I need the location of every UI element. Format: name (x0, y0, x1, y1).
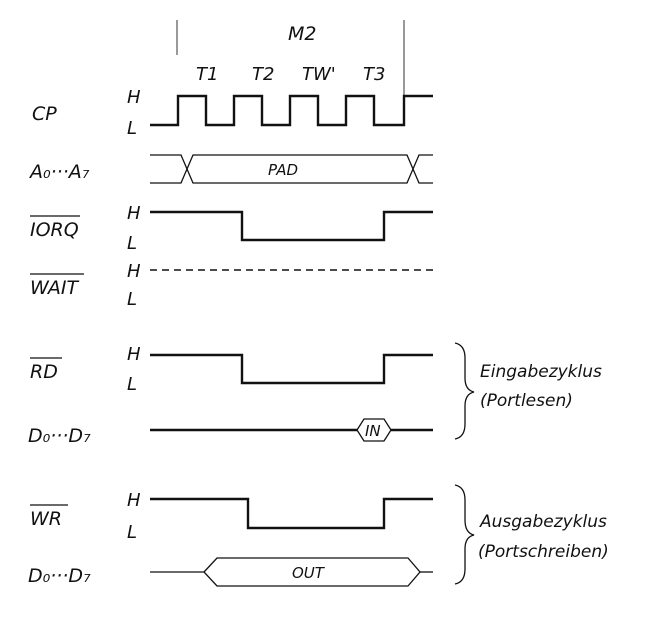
output-cycle-title: Ausgabezyklus (479, 512, 607, 532)
level-l-rd: L (127, 374, 137, 395)
state-label-t1: T1 (196, 64, 218, 85)
clock-waveform (150, 94, 433, 127)
state-label-t2: T2 (252, 64, 274, 85)
signal-label-data-bus-out: D₀···D₇ (28, 565, 91, 587)
level-h-iorq: H (127, 203, 141, 224)
signal-label-wr: WR (30, 508, 62, 530)
wr-waveform (150, 497, 433, 530)
cycle-label: M2 (288, 23, 316, 45)
signal-label-rd: RD (30, 361, 58, 383)
input-cycle-title: Eingabezyklus (480, 362, 602, 382)
level-l-iorq: L (127, 233, 137, 254)
data-bus-in-value: IN (365, 422, 381, 440)
input-cycle-subtitle: (Portlesen) (480, 391, 573, 411)
rd-waveform (150, 353, 433, 385)
signal-label-wait: WAIT (30, 277, 79, 299)
state-label-t3: T3 (363, 64, 385, 85)
input-cycle-brace (454, 342, 475, 440)
address-bus-bottom-line (150, 154, 433, 184)
address-bus-top-line (150, 154, 433, 184)
signal-label-cp: CP (32, 103, 57, 125)
level-l-wait: L (127, 289, 137, 310)
data-bus-out-value: OUT (292, 564, 326, 582)
level-l-wr: L (127, 522, 137, 543)
level-h-wr: H (127, 490, 141, 511)
level-l-cp: L (127, 118, 137, 139)
address-bus-value: PAD (268, 161, 298, 179)
level-h-wait: H (127, 261, 141, 282)
signal-label-iorq: IORQ (30, 219, 79, 241)
state-label-tw: TW' (302, 64, 336, 85)
output-cycle-brace (454, 484, 475, 585)
iorq-waveform (150, 210, 433, 242)
level-h-cp: H (127, 87, 141, 108)
signal-label-address-bus: A₀···A₇ (28, 161, 90, 183)
signal-label-data-bus-in: D₀···D₇ (28, 425, 91, 447)
level-h-rd: H (127, 344, 141, 365)
output-cycle-subtitle: (Portschreiben) (478, 542, 609, 562)
